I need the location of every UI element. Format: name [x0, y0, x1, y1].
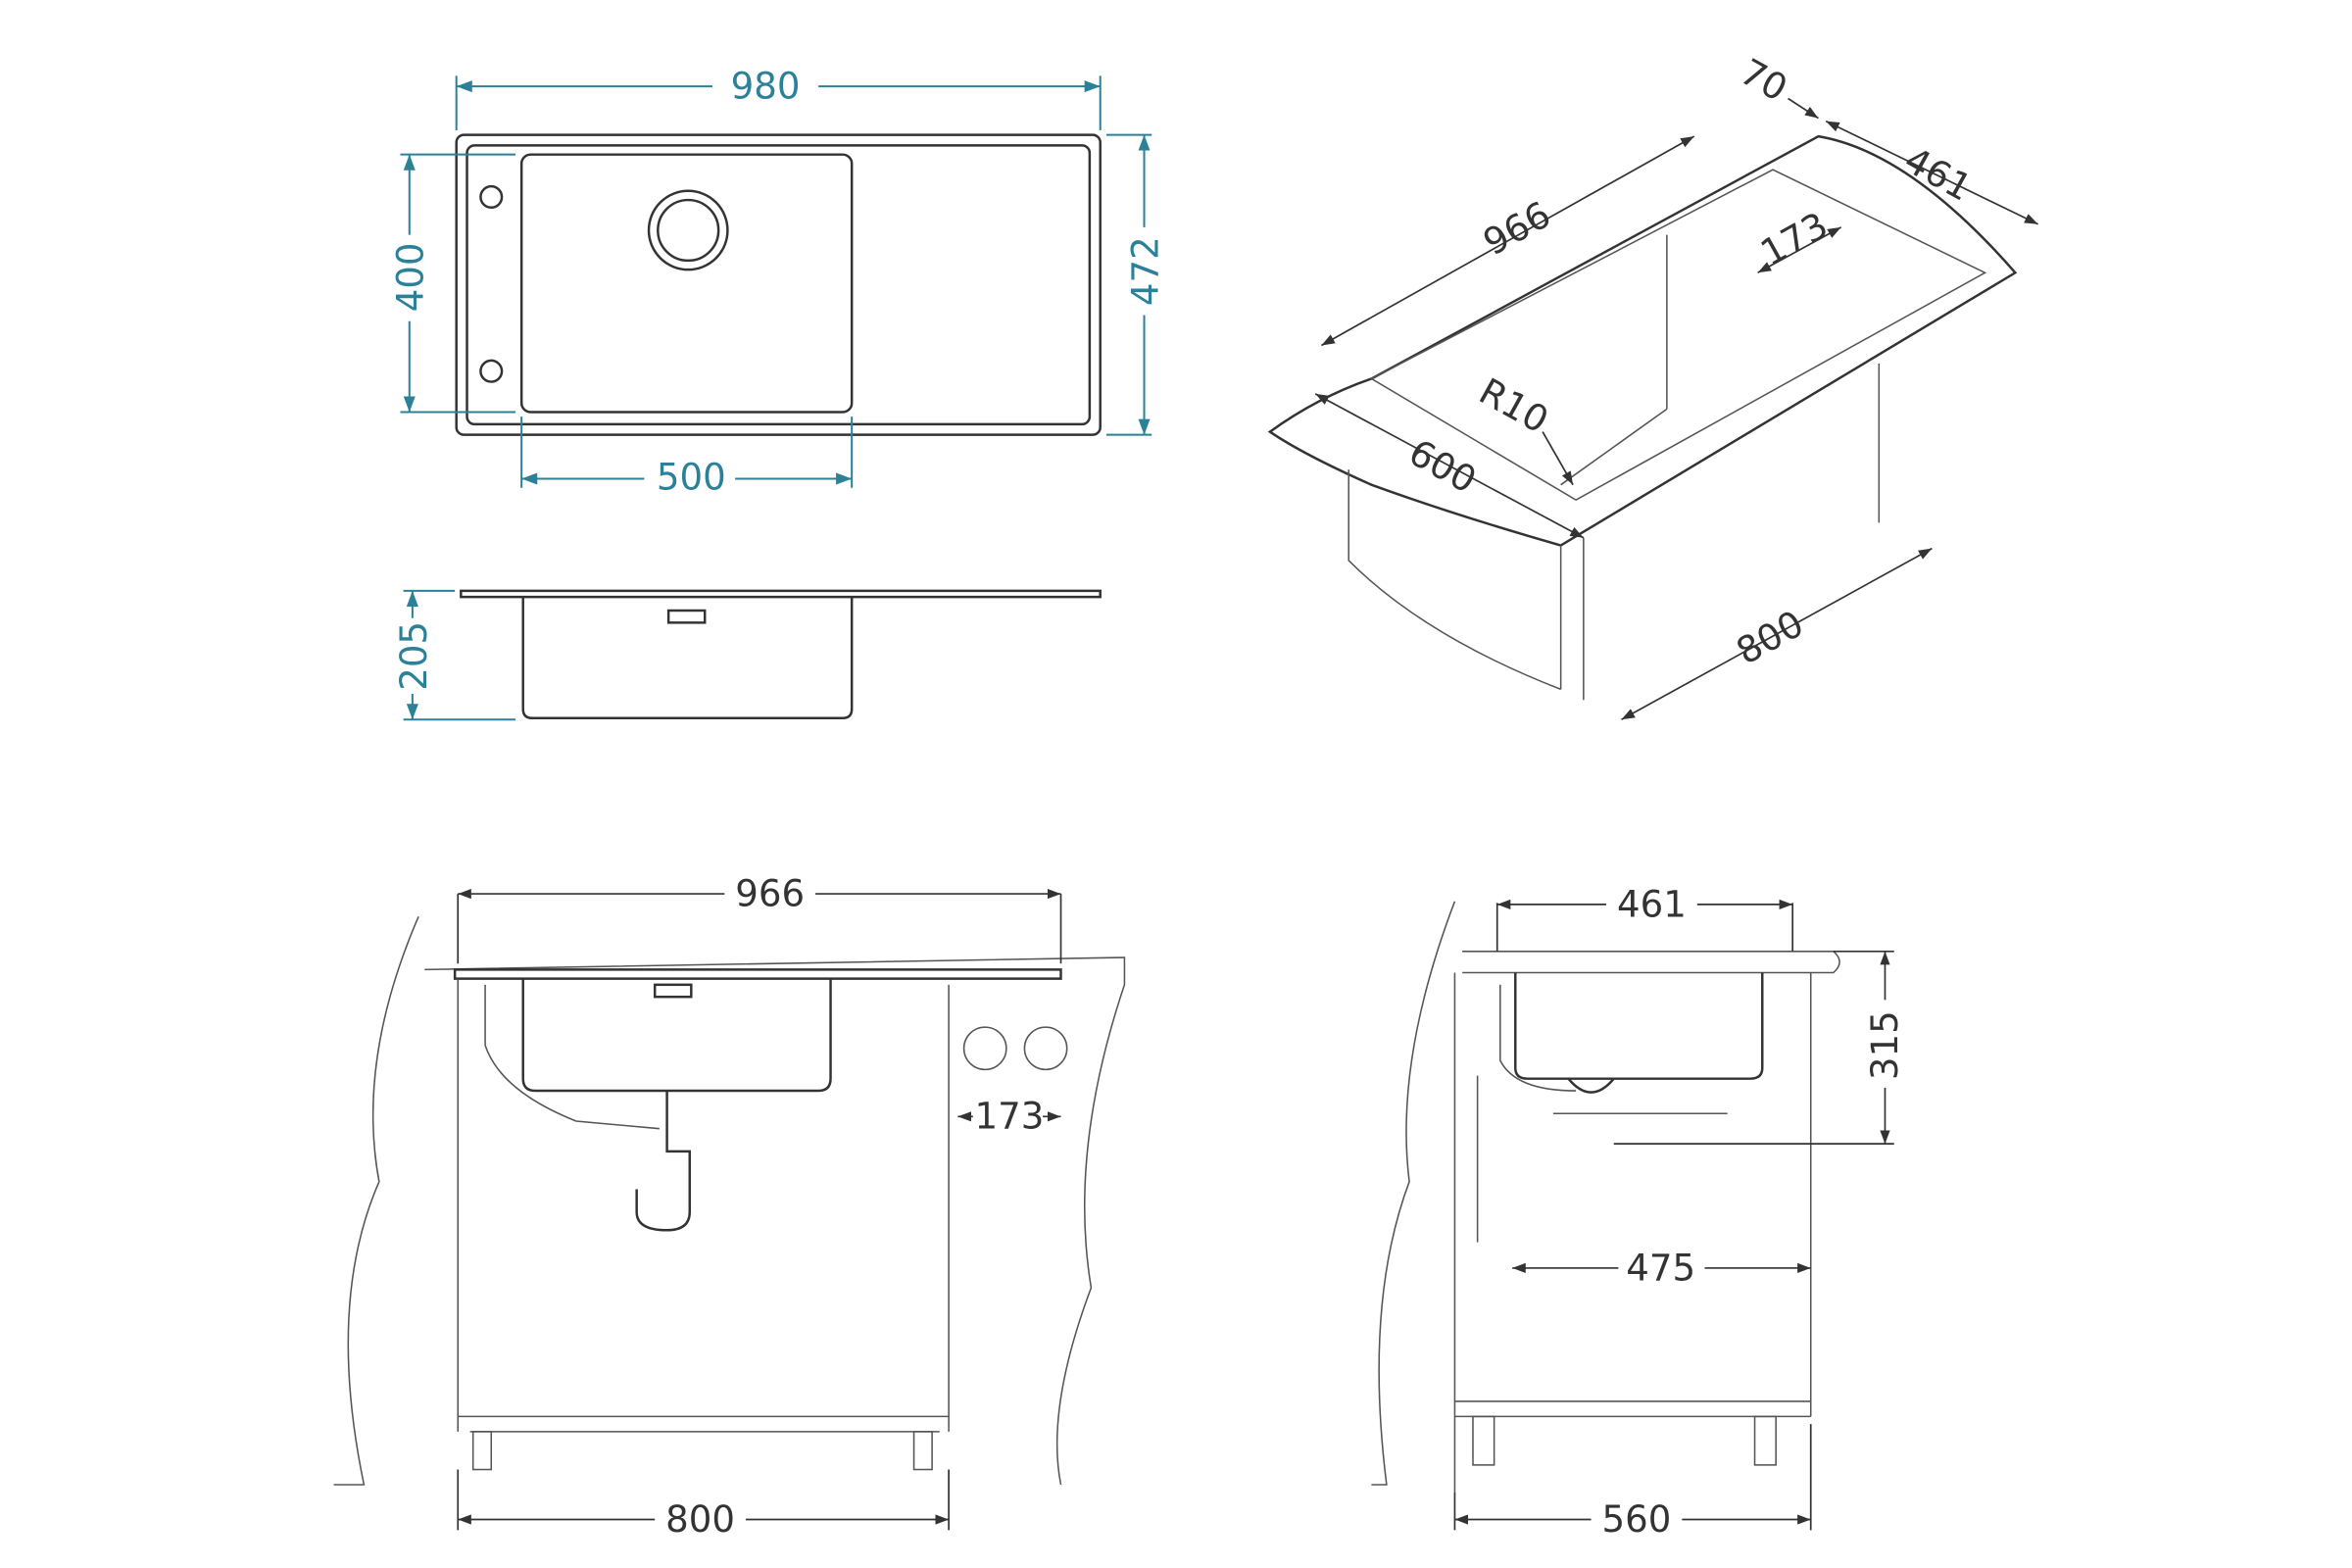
dim-width-980: 980: [731, 65, 801, 107]
dim-front-966: 966: [735, 872, 805, 914]
dim-side-315: 315: [1864, 1010, 1906, 1080]
drain-icon: [647, 189, 729, 271]
dim-iso-800: 800: [1730, 603, 1811, 673]
dim-side-560: 560: [1602, 1498, 1672, 1541]
dim-bowl-500: 500: [657, 456, 726, 498]
dim-side-461: 461: [1617, 883, 1687, 925]
iso-view: 966 70 461 173 R10 600 800: [1267, 51, 2038, 721]
dim-iso-173: 173: [1753, 204, 1835, 274]
dim-front-173: 173: [975, 1096, 1045, 1138]
dim-iso-70: 70: [1734, 51, 1794, 110]
side-view: 205: [393, 589, 1102, 721]
dim-bowl-400: 400: [390, 242, 432, 312]
front-installation-view: 966 173 800: [333, 872, 1126, 1541]
dim-iso-r10: R10: [1472, 370, 1555, 442]
side-installation-view: 461 315 475 560: [1371, 883, 1906, 1541]
dim-iso-966: 966: [1477, 193, 1558, 264]
dim-iso-461: 461: [1897, 139, 1979, 210]
dim-height-472: 472: [1124, 236, 1166, 306]
dim-depth-205: 205: [393, 621, 435, 691]
tap-hole-icon: [479, 184, 504, 210]
dim-side-475: 475: [1626, 1247, 1695, 1289]
top-view: 980 400 472 500: [390, 65, 1167, 498]
dim-iso-600: 600: [1402, 431, 1484, 502]
dim-front-800: 800: [665, 1498, 735, 1541]
